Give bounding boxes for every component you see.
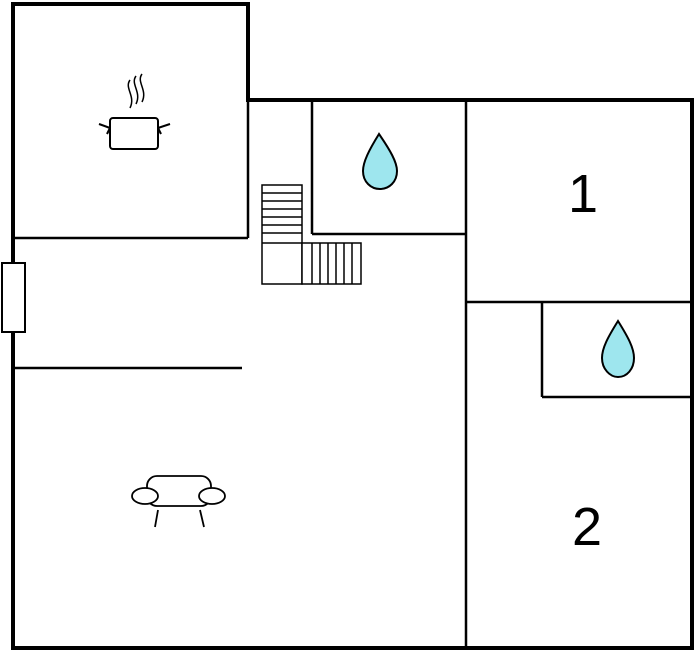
outer-wall xyxy=(11,2,694,650)
cooking-pot-icon xyxy=(98,73,171,150)
fireplace-icon xyxy=(1,262,26,333)
water-drop-icon xyxy=(361,132,399,191)
interior-walls xyxy=(13,100,692,648)
water-drop-icon xyxy=(600,319,636,379)
armchair-icon xyxy=(131,475,226,528)
room-number-1: 1 xyxy=(568,164,598,224)
room-number-2: 2 xyxy=(572,497,602,557)
staircase-icon xyxy=(261,184,362,285)
